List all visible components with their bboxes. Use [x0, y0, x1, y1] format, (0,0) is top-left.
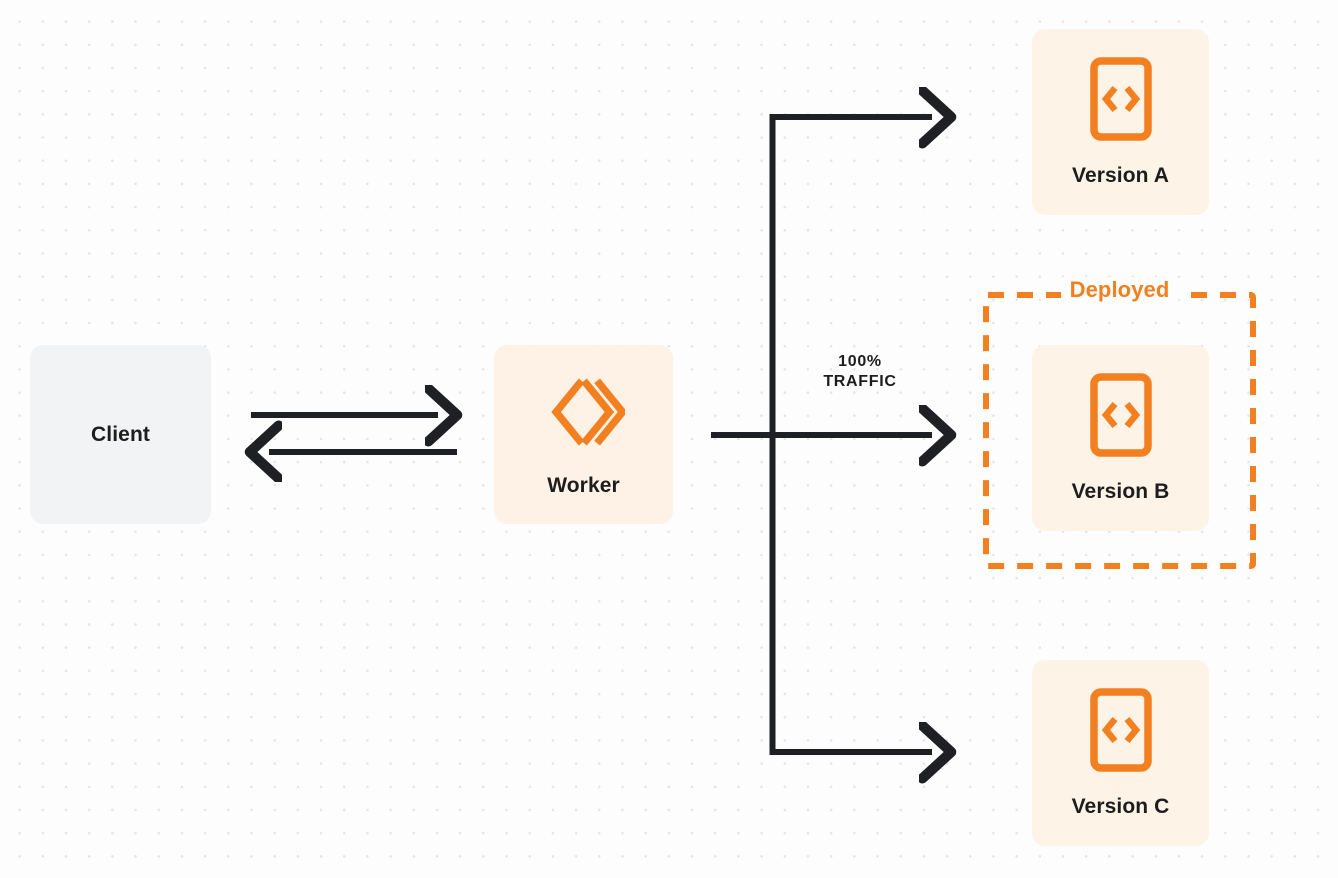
- code-file-icon: [1089, 56, 1152, 146]
- group-deployed-label: Deployed: [1060, 277, 1179, 303]
- code-file-icon: [1089, 372, 1152, 462]
- node-client[interactable]: Client: [30, 345, 211, 524]
- node-worker-label: Worker: [547, 474, 620, 497]
- node-version-c-label: Version C: [1071, 794, 1170, 818]
- edge-worker-to-versions: [711, 117, 932, 752]
- node-version-b-label: Version B: [1071, 479, 1170, 503]
- node-worker[interactable]: Worker: [494, 345, 673, 524]
- traffic-percent: 100%: [838, 353, 882, 370]
- traffic-label: 100% TRAFFIC: [790, 352, 930, 392]
- node-version-a-label: Version A: [1072, 163, 1169, 187]
- cloudflare-workers-logo-icon: [543, 371, 627, 458]
- group-deployed: Deployed: [983, 277, 1256, 569]
- node-version-c[interactable]: Version C: [1032, 660, 1209, 846]
- node-version-b[interactable]: Version B: [1032, 345, 1209, 531]
- code-file-icon: [1089, 687, 1152, 777]
- traffic-unit: TRAFFIC: [823, 373, 897, 390]
- node-version-a[interactable]: Version A: [1032, 29, 1209, 215]
- node-client-label: Client: [91, 422, 150, 446]
